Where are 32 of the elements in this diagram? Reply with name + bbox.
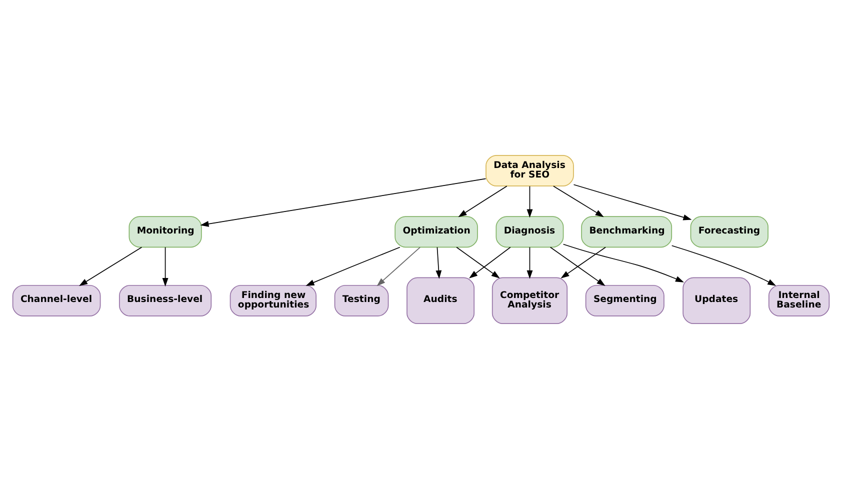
- node-box: Benchmarking: [581, 216, 672, 248]
- arrow: [573, 184, 692, 220]
- node-box: Updates: [682, 277, 751, 324]
- arrow: [553, 186, 604, 218]
- node-box: Finding new opportunities: [230, 284, 316, 316]
- arrow: [562, 244, 684, 282]
- node-box: Monitoring: [128, 216, 202, 248]
- arrow: [200, 178, 486, 227]
- node-box: Channel-level: [12, 284, 101, 316]
- arrow: [526, 186, 533, 218]
- node-box: Audits: [406, 277, 475, 324]
- arrow: [456, 246, 500, 278]
- node-box: Business-level: [119, 284, 212, 316]
- node-box: Testing: [334, 284, 389, 316]
- arrow: [162, 246, 168, 287]
- arrow: [526, 246, 533, 279]
- arrow: [306, 246, 400, 286]
- arrow: [671, 245, 776, 286]
- node-box: Data Analysis for SEO: [486, 154, 574, 186]
- arrow: [550, 246, 606, 286]
- arrow: [469, 246, 511, 278]
- node-box: Competitor Analysis: [492, 277, 568, 324]
- node-box: Optimization: [394, 216, 478, 248]
- node-box: Segmenting: [585, 284, 664, 316]
- arrow: [79, 246, 142, 286]
- node-box: Internal Baseline: [768, 284, 830, 316]
- arrow: [376, 246, 420, 286]
- arrow: [458, 186, 508, 218]
- node-box: Diagnosis: [496, 216, 564, 248]
- arrow: [436, 246, 442, 279]
- arrow: [560, 246, 606, 278]
- node-box: Forecasting: [690, 216, 768, 248]
